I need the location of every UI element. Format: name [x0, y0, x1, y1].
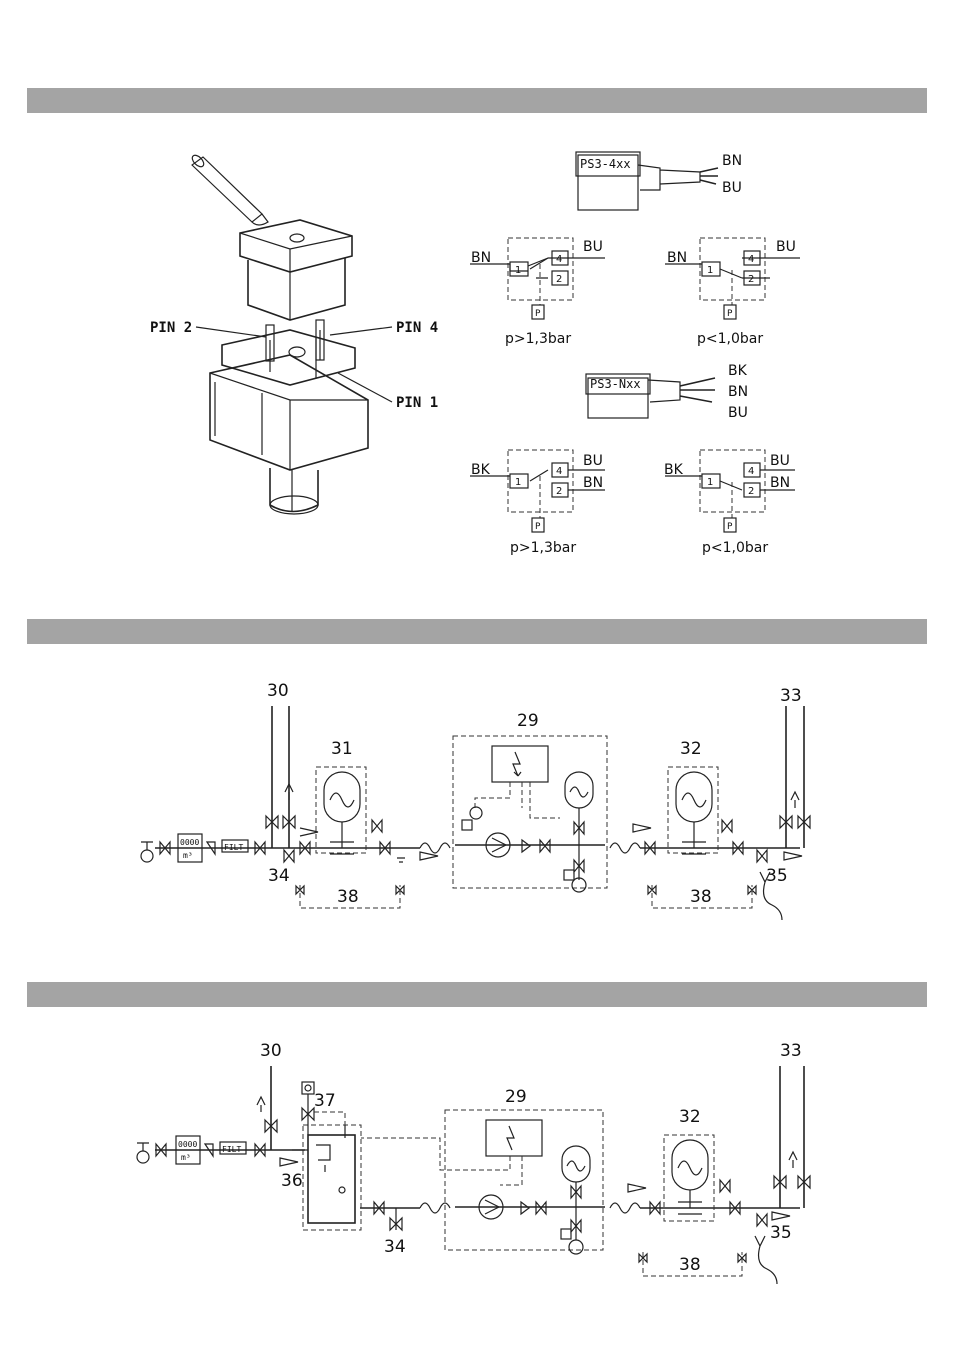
schematic-3: 0000 m³ FILT	[137, 1066, 810, 1284]
sw4-left: BK	[664, 462, 684, 478]
pin4-label: PIN 4	[396, 320, 438, 336]
fig2-label-35: 35	[766, 866, 788, 886]
fig3-label-37: 37	[314, 1091, 336, 1111]
sw2-t2: 2	[748, 274, 754, 285]
fig3-label-33: 33	[780, 1041, 802, 1061]
switch-diagram-bn-low: BN BU 1 4 2 P p<1,0bar	[665, 238, 800, 347]
sw3-caption: p>1,3bar	[510, 540, 576, 556]
sw4-t1: 1	[707, 477, 713, 488]
switch-diagram-bn-high: BN BU 1 4 2 P p>1,3bar	[470, 238, 605, 347]
fig2-label-30: 30	[267, 681, 289, 701]
sw3-t1: 1	[515, 477, 521, 488]
sw3-right-top: BU	[583, 453, 603, 469]
pin2-label: PIN 2	[150, 320, 192, 336]
sw3-t2: 2	[556, 486, 562, 497]
meter-display: 0000	[180, 838, 199, 847]
fig3-label-38: 38	[679, 1255, 701, 1275]
meter-display: 0000	[178, 1140, 197, 1149]
fig2-label-31: 31	[331, 739, 353, 759]
fig3-label-30: 30	[260, 1041, 282, 1061]
fig3-label-35: 35	[770, 1223, 792, 1243]
sw1-p: P	[535, 309, 541, 319]
wire-bn: BN	[722, 153, 742, 169]
fig2-label-38-right: 38	[690, 887, 712, 907]
sw3-t4: 4	[556, 466, 562, 477]
fig2-label-32: 32	[680, 739, 702, 759]
sw2-t1: 1	[707, 265, 713, 276]
fig3-label-29: 29	[505, 1087, 527, 1107]
sw4-t4: 4	[748, 466, 754, 477]
connector-nxx-label: PS3-Nxx	[590, 377, 641, 391]
fig2-label-29: 29	[517, 711, 539, 731]
fig2-label-38-left: 38	[337, 887, 359, 907]
wire-bn: BN	[728, 384, 748, 400]
sw1-caption: p>1,3bar	[505, 331, 571, 347]
sw2-right: BU	[776, 239, 796, 255]
sw3-left: BK	[471, 462, 491, 478]
connector-4xx-label: PS3-4xx	[580, 157, 631, 171]
sw4-p: P	[727, 522, 733, 532]
sw1-t4: 4	[556, 254, 562, 265]
switch-diagram-bk-high: BK BU BN 1 4 2 P p>1,3bar	[470, 450, 605, 556]
sw1-t1: 1	[515, 265, 521, 276]
fig2-label-34: 34	[268, 866, 290, 886]
sw4-t2: 2	[748, 486, 754, 497]
sw2-p: P	[727, 309, 733, 319]
pin1-label: PIN 1	[396, 395, 438, 411]
sw2-caption: p<1,0bar	[697, 331, 763, 347]
meter-unit: m³	[183, 851, 193, 860]
sw3-right-bottom: BN	[583, 475, 603, 491]
fig3-label-34: 34	[384, 1237, 406, 1257]
sw4-right-bottom: BN	[770, 475, 790, 491]
sw1-left: BN	[471, 250, 491, 266]
connector-ps3-4xx: PS3-4xx BN BU	[576, 152, 742, 210]
meter-unit: m³	[181, 1153, 191, 1162]
switch-diagram-bk-low: BK BU BN 1 4 2 P p<1,0bar	[664, 450, 795, 556]
sw2-left: BN	[667, 250, 687, 266]
wire-bu: BU	[722, 180, 742, 196]
sw2-t4: 4	[748, 254, 754, 265]
fig3-label-36: 36	[281, 1171, 303, 1191]
sw4-caption: p<1,0bar	[702, 540, 768, 556]
sw4-right-top: BU	[770, 453, 790, 469]
sw1-t2: 2	[556, 274, 562, 285]
filter-label: FILT	[224, 843, 243, 852]
fig2-label-33: 33	[780, 686, 802, 706]
sw3-p: P	[535, 522, 541, 532]
wire-bk: BK	[728, 363, 748, 379]
sw1-right: BU	[583, 239, 603, 255]
connector-ps3-nxx: PS3-Nxx BK BN BU	[586, 363, 748, 421]
wire-bu: BU	[728, 405, 748, 421]
filter-label: FILT	[222, 1145, 241, 1154]
fig3-label-32: 32	[679, 1107, 701, 1127]
